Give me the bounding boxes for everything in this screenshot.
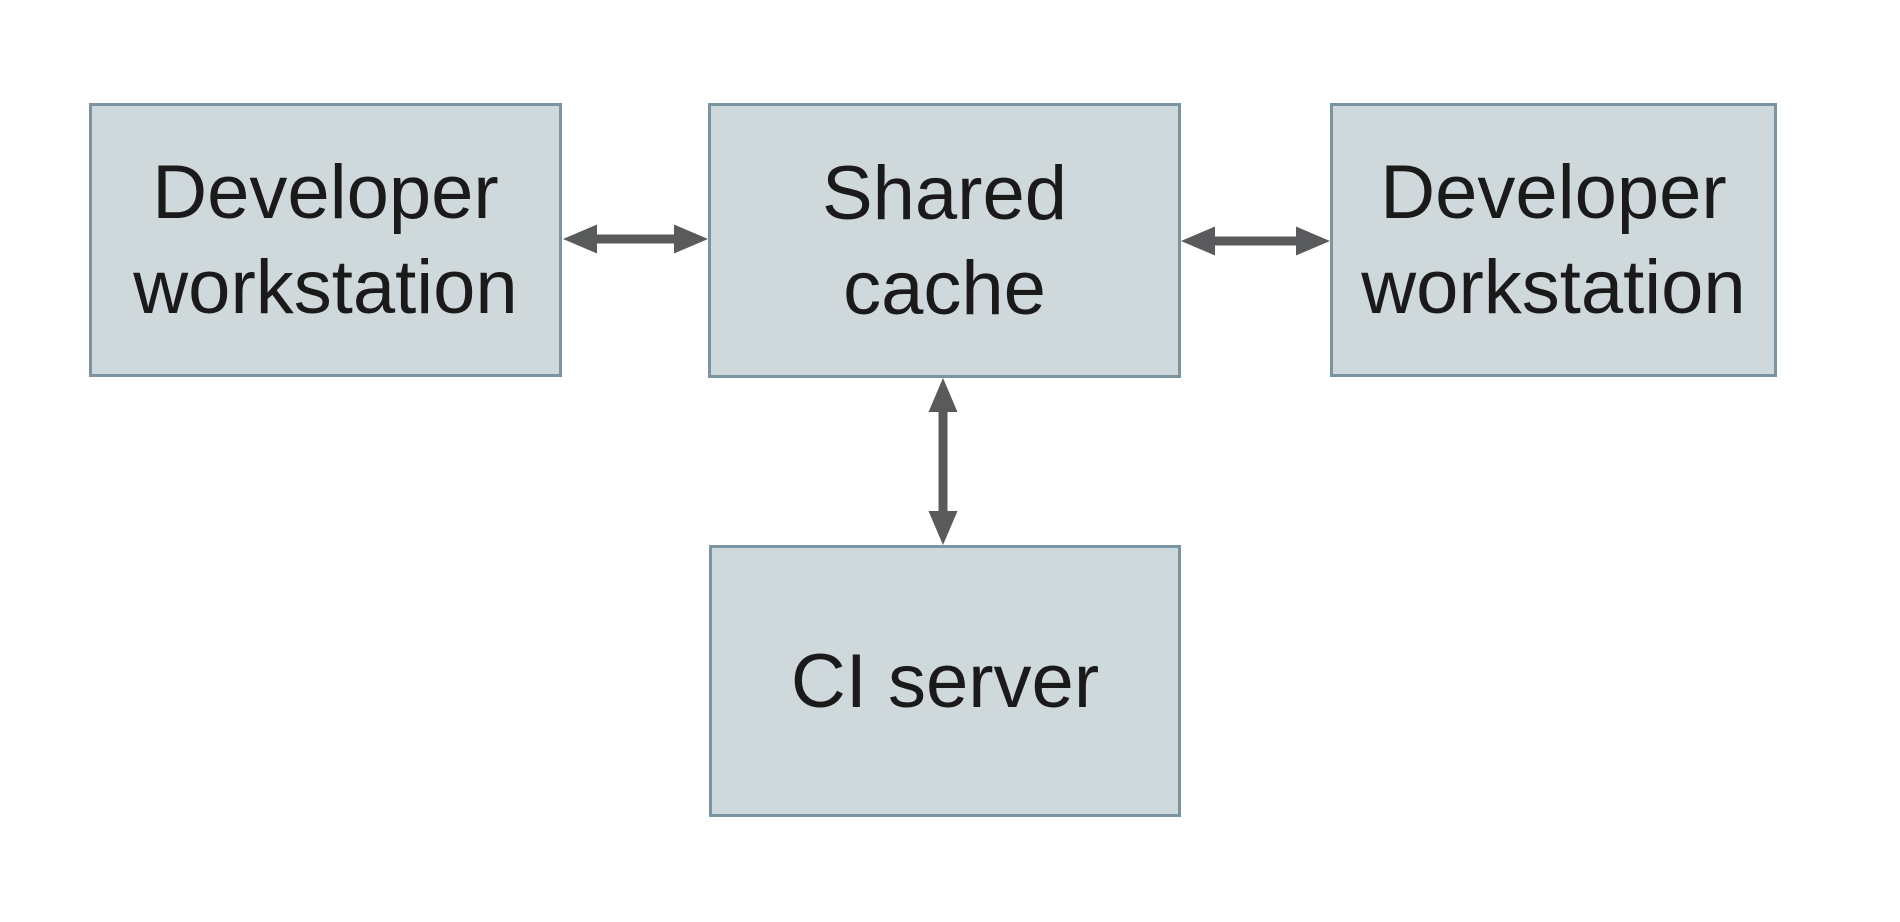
node-label: CI server — [790, 638, 1100, 724]
node-developer-workstation-right: Developer workstation — [1330, 103, 1777, 377]
node-label: Developer workstation — [1361, 150, 1746, 330]
bidirectional-arrow-icon-shared-cache-to-right-workstation — [1181, 226, 1330, 256]
node-label: Shared cache — [821, 150, 1068, 331]
bidirectional-arrow-icon-left-workstation-to-shared-cache — [563, 224, 708, 254]
node-shared-cache: Shared cache — [708, 103, 1181, 378]
node-developer-workstation-left: Developer workstation — [89, 103, 562, 377]
node-label: Developer workstation — [133, 150, 518, 330]
node-ci-server: CI server — [709, 545, 1181, 817]
bidirectional-arrow-icon-shared-cache-to-ci-server — [928, 378, 958, 545]
